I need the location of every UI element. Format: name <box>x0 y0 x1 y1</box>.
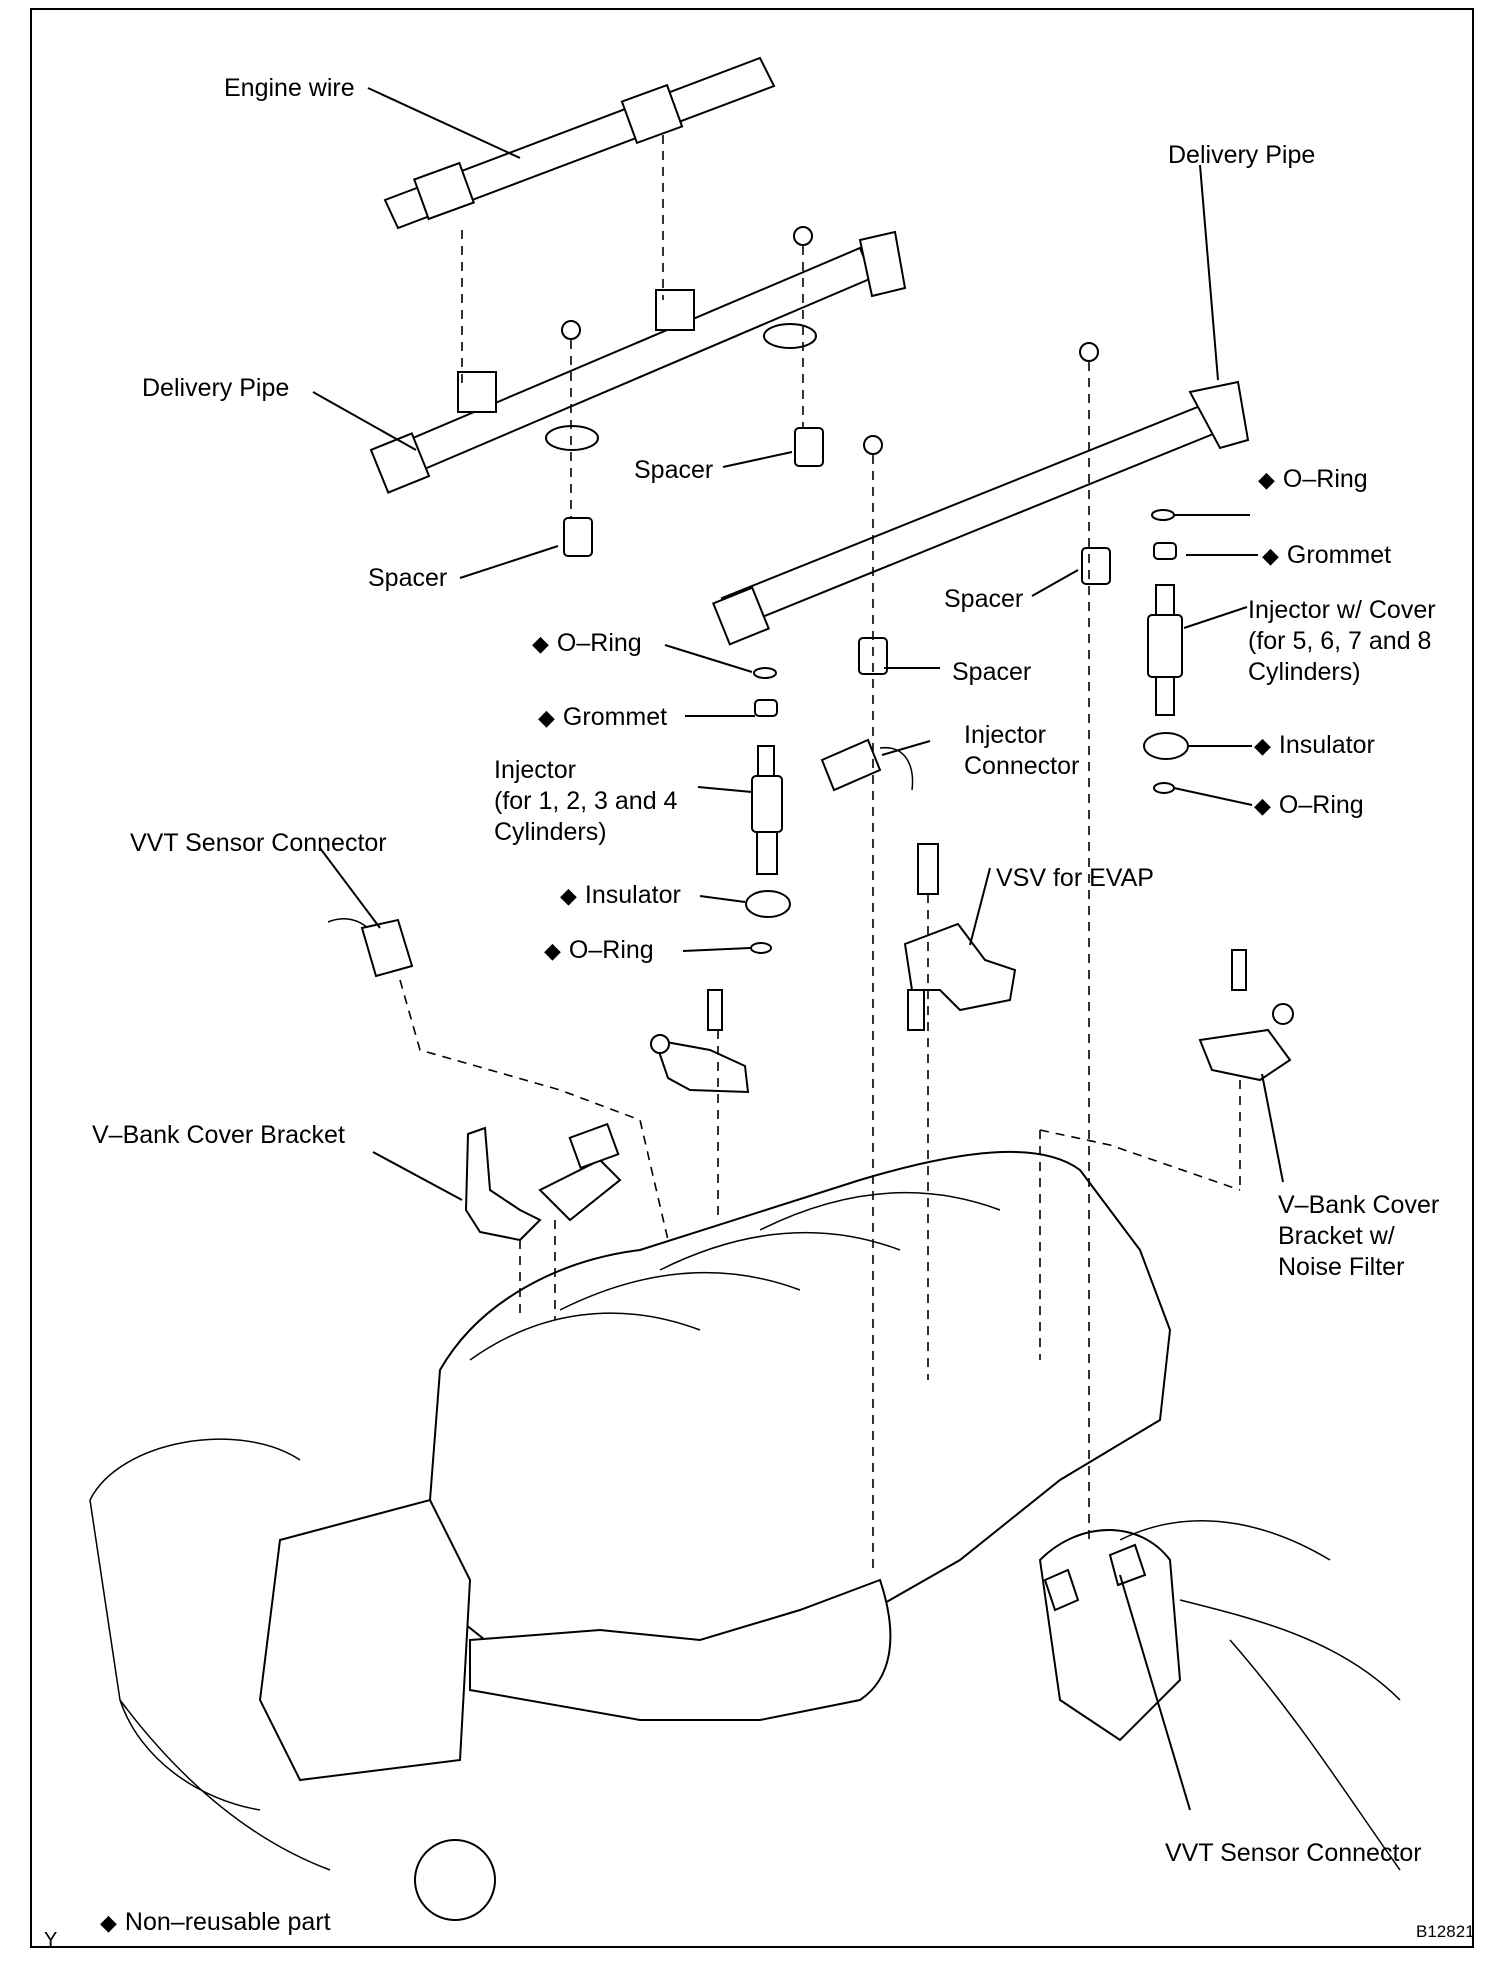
figure-code: B12821 <box>1416 1922 1475 1941</box>
non-reusable-diamond-icon: ◆ <box>1258 467 1275 492</box>
label-injector-connector: Injector Connector <box>964 721 1080 780</box>
vsv-drawing <box>903 843 1017 1031</box>
brackets-drawing <box>464 949 1294 1242</box>
assembly-dashed-lines <box>399 135 1241 1570</box>
label-delivery-pipe-right: Delivery Pipe <box>1168 141 1316 169</box>
label-grommet-left: ◆ Grommet <box>538 702 667 733</box>
label-insulator-left: ◆ Insulator <box>560 880 681 911</box>
label-delivery-pipe-left: Delivery Pipe <box>142 374 290 402</box>
diagram-border <box>30 8 1474 1948</box>
label-oring-left-bottom: ◆ O–Ring <box>544 935 654 966</box>
insulator-label-text: Insulator <box>1278 731 1375 759</box>
non-reusable-diamond-icon: ◆ <box>544 938 561 963</box>
label-engine-wire: Engine wire <box>224 74 355 102</box>
label-spacer-middle: Spacer <box>952 658 1032 686</box>
label-injector-right: Injector w/ Cover (for 5, 6, 7 and 8 Cyl… <box>1248 596 1436 686</box>
label-insulator-right: ◆ Insulator <box>1254 730 1375 761</box>
non-reusable-diamond-icon: ◆ <box>532 631 549 656</box>
label-oring-right-bottom: ◆ O–Ring <box>1254 790 1364 821</box>
label-vbank-cover-bracket-noise-filter: V–Bank Cover Bracket w/ Noise Filter <box>1278 1191 1440 1281</box>
label-grommet-right: ◆ Grommet <box>1262 540 1391 571</box>
non-reusable-diamond-icon: ◆ <box>560 883 577 908</box>
label-spacer-right: Spacer <box>944 585 1024 613</box>
oring-label-text: O–Ring <box>568 936 654 964</box>
label-spacer-upper: Spacer <box>634 456 714 484</box>
label-oring-left-top: ◆ O–Ring <box>532 628 642 659</box>
oring-label-text: O–Ring <box>556 629 642 657</box>
injector-right-drawing <box>1143 509 1189 794</box>
intake-manifold-drawing <box>89 1150 1401 1921</box>
oring-label-text: O–Ring <box>1278 791 1364 819</box>
corner-mark: Y <box>44 1929 58 1951</box>
legend-non-reusable: ◆ Non–reusable part <box>100 1907 331 1938</box>
legend-text: Non–reusable part <box>124 1908 331 1936</box>
delivery-pipe-right-drawing <box>711 380 1250 646</box>
label-vsv-for-evap: VSV for EVAP <box>996 864 1154 892</box>
non-reusable-diamond-icon: ◆ <box>1254 733 1271 758</box>
label-oring-right-top: ◆ O–Ring <box>1258 464 1368 495</box>
injector-connector-drawing <box>820 738 914 792</box>
non-reusable-diamond-icon: ◆ <box>538 705 555 730</box>
label-vvt-sensor-connector-left: VVT Sensor Connector <box>130 829 387 857</box>
label-vbank-cover-bracket: V–Bank Cover Bracket <box>92 1121 345 1149</box>
vvt-connector-left-drawing <box>327 918 414 978</box>
label-injector-left: Injector (for 1, 2, 3 and 4 Cylinders) <box>494 756 678 846</box>
engine-wire-harness <box>383 56 776 230</box>
oring-label-text: O–Ring <box>1282 465 1368 493</box>
delivery-pipe-left-drawing <box>369 230 907 494</box>
label-spacer-left: Spacer <box>368 564 448 592</box>
grommet-label-text: Grommet <box>1286 541 1392 569</box>
non-reusable-diamond-icon: ◆ <box>100 1910 117 1935</box>
non-reusable-diamond-icon: ◆ <box>1254 793 1271 818</box>
label-vvt-sensor-connector-bottom: VVT Sensor Connector <box>1165 1839 1422 1867</box>
injector-left-drawing <box>745 667 791 954</box>
grommet-label-text: Grommet <box>562 703 668 731</box>
leader-lines <box>312 87 1284 1811</box>
non-reusable-diamond-icon: ◆ <box>1262 543 1279 568</box>
spacers-drawing <box>561 226 1111 675</box>
insulator-label-text: Insulator <box>584 881 681 909</box>
